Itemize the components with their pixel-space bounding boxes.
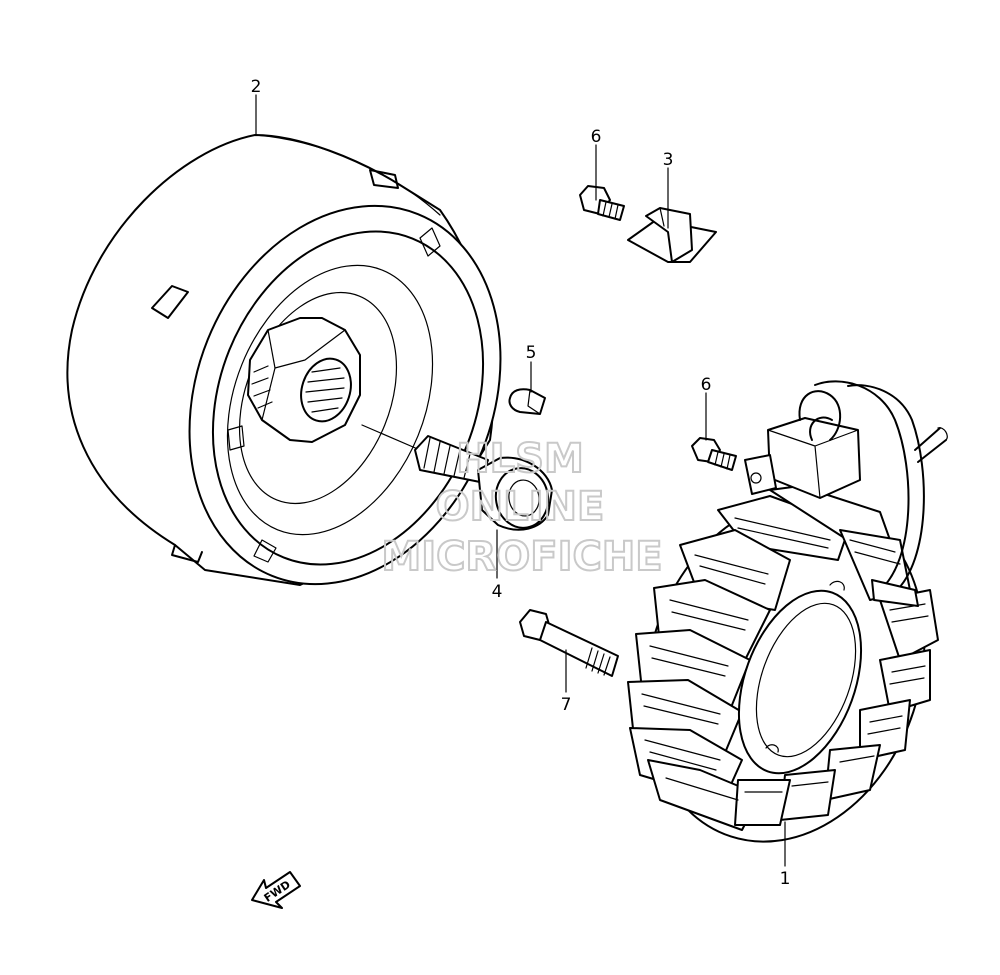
rotor-bolt-sleeve: [414, 435, 553, 531]
callout-7: 7: [561, 695, 572, 715]
flywheel-rotor: [66, 134, 502, 586]
callout-numbers: 2 6 3 5 6 4 7 1: [251, 77, 791, 889]
callout-2: 2: [251, 77, 262, 97]
watermark-line2: ONLINE: [436, 484, 605, 530]
leader-lines: [255, 94, 786, 867]
callout-6-right: 6: [701, 375, 712, 395]
callout-5: 5: [526, 343, 537, 363]
screw-upper: [579, 185, 625, 221]
wire-clamp: [627, 207, 717, 263]
callout-6-upper: 6: [591, 127, 602, 147]
screw-right: [691, 437, 737, 471]
watermark-line1: HLSM: [456, 436, 584, 482]
watermark: HLSM ONLINE MICROFICHE: [380, 435, 663, 581]
watermark-line3: MICROFICHE: [381, 534, 662, 580]
callout-1: 1: [780, 869, 791, 889]
stator-bolt: [519, 609, 619, 677]
stator-coil: [627, 380, 948, 843]
callout-4: 4: [492, 582, 503, 602]
woodruff-key: [508, 388, 546, 415]
fwd-arrow-icon: FWD: [251, 871, 301, 909]
callout-3: 3: [663, 150, 674, 170]
